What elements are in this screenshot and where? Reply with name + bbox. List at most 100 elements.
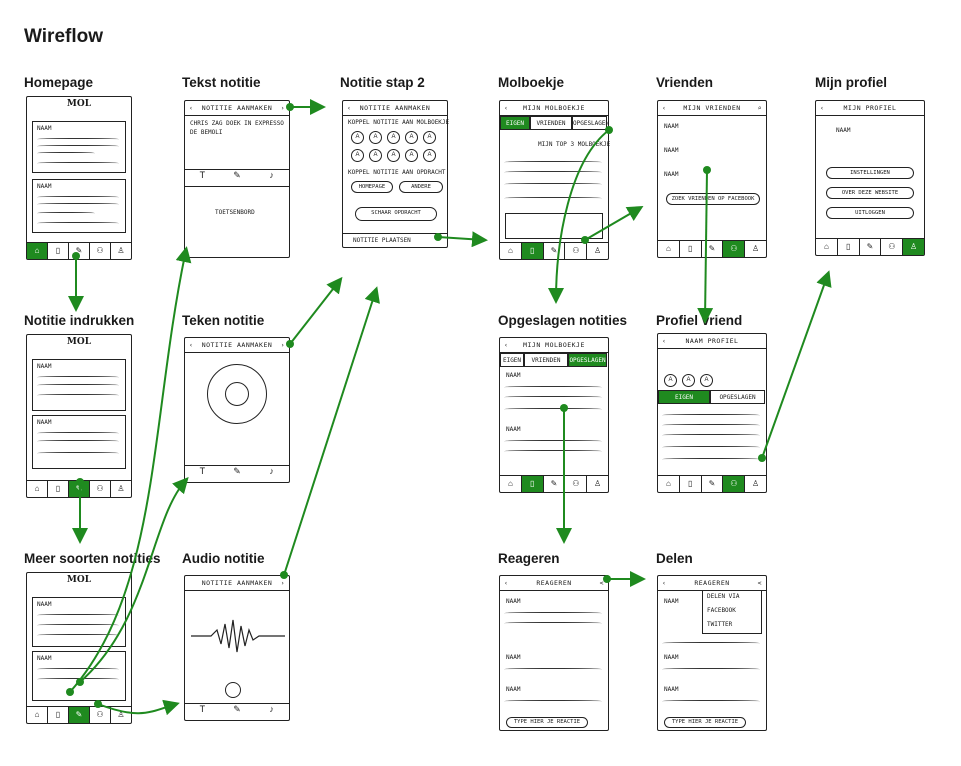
share-twitter[interactable]: TWITTER bbox=[707, 621, 733, 628]
friends-icon[interactable]: ⚇ bbox=[90, 243, 111, 259]
book-icon[interactable]: ▯ bbox=[48, 481, 69, 497]
pencil-icon[interactable]: ✎ bbox=[544, 243, 566, 259]
home-icon[interactable]: ⌂ bbox=[816, 239, 838, 255]
label-teken-notitie: Teken notitie bbox=[182, 313, 265, 328]
home-icon[interactable]: ⌂ bbox=[658, 241, 680, 257]
logout-button[interactable]: UITLOGGEN bbox=[826, 207, 914, 219]
mic-icon[interactable]: ♪ bbox=[269, 704, 274, 714]
text-icon[interactable]: T bbox=[199, 704, 206, 714]
friends-icon[interactable]: ⚇ bbox=[565, 243, 588, 259]
reply-input[interactable]: TYPE HIER JE REACTIE bbox=[664, 717, 746, 728]
note-text[interactable]: CHRIS ZAG DOEK IN EXPRESSO DE BEMOLI bbox=[190, 120, 284, 136]
andere-button[interactable]: ANDERE bbox=[399, 181, 443, 193]
arrow-teken-stap2 bbox=[289, 276, 343, 345]
home-icon[interactable]: ⌂ bbox=[27, 243, 48, 259]
mic-icon[interactable]: ♪ bbox=[269, 466, 274, 476]
friends-icon[interactable]: ⚇ bbox=[565, 476, 588, 492]
facebook-search-button[interactable]: ZOEK VRIENDEN OP FACEBOOK bbox=[666, 193, 760, 205]
book-icon[interactable]: ▯ bbox=[48, 243, 69, 259]
drawing-canvas[interactable] bbox=[207, 364, 267, 424]
tab-vrienden[interactable]: VRIENDEN bbox=[524, 353, 568, 367]
drawing-card[interactable] bbox=[505, 213, 603, 239]
profile-icon[interactable]: ♙ bbox=[594, 479, 602, 488]
pencil-icon[interactable]: ✎ bbox=[860, 239, 882, 255]
label-mijn-profiel: Mijn profiel bbox=[815, 75, 887, 90]
share-facebook[interactable]: FACEBOOK bbox=[707, 607, 736, 614]
pencil-icon[interactable]: ✎ bbox=[69, 707, 90, 723]
profile-icon[interactable]: ♙ bbox=[117, 246, 125, 255]
screen-molboekje: ‹MIJN MOLBOEKJE EIGEN VRIENDEN OPGESLAGE… bbox=[499, 100, 610, 260]
friends-icon[interactable]: ⚇ bbox=[90, 707, 111, 723]
book-icon[interactable]: ▯ bbox=[48, 707, 69, 723]
home-icon[interactable]: ⌂ bbox=[500, 243, 522, 259]
screen-reageren: ‹REAGEREN< NAAM NAAM NAAM TYPE HIER JE R… bbox=[499, 575, 609, 731]
note-card[interactable]: NAAM bbox=[32, 121, 126, 173]
book-icon[interactable]: ▯ bbox=[680, 476, 702, 492]
label-homepage: Homepage bbox=[24, 75, 94, 90]
text-icon[interactable]: T bbox=[199, 170, 206, 180]
home-icon[interactable]: ⌂ bbox=[500, 476, 522, 492]
book-icon[interactable]: ▯ bbox=[838, 239, 860, 255]
keyboard[interactable]: TOETSENBORD bbox=[215, 209, 255, 216]
opdracht-button[interactable]: SCHAAR OPDRACHT bbox=[355, 207, 437, 221]
arrow-meer-audio bbox=[97, 699, 180, 716]
book-icon[interactable]: ▯ bbox=[521, 476, 544, 492]
note-card[interactable]: NAAM bbox=[32, 179, 126, 233]
tab-opgeslagen[interactable]: OPGESLAGEN bbox=[572, 116, 609, 130]
settings-button[interactable]: INSTELLINGEN bbox=[826, 167, 914, 179]
pencil-icon[interactable]: ✎ bbox=[233, 466, 241, 476]
label-reageren: Reageren bbox=[498, 551, 560, 566]
tab-opgeslagen[interactable]: OPGESLAGEN bbox=[568, 353, 607, 367]
profile-icon[interactable]: ♙ bbox=[903, 239, 924, 255]
profile-icon[interactable]: ♙ bbox=[752, 479, 760, 488]
screen-tekst-notitie: ‹NOTITIE AANMAKEN› CHRIS ZAG DOEK IN EXP… bbox=[184, 100, 290, 258]
book-icon[interactable]: ▯ bbox=[680, 241, 702, 257]
profile-icon[interactable]: ♙ bbox=[752, 244, 760, 253]
arrow-meer-teken bbox=[79, 477, 189, 683]
reply-input[interactable]: TYPE HIER JE REACTIE bbox=[506, 717, 588, 728]
screen-notitie-indrukken: MOL NAAM NAAM ⌂▯✎⚇♙ bbox=[26, 334, 132, 498]
pencil-icon[interactable]: ✎ bbox=[233, 704, 241, 714]
screen-delen: ‹REAGEREN< DELEN VIA FACEBOOK TWITTER NA… bbox=[657, 575, 767, 731]
arrow-audio-stap2 bbox=[283, 286, 380, 576]
pencil-icon[interactable]: ✎ bbox=[702, 241, 724, 257]
tab-eigen[interactable]: EIGEN bbox=[500, 353, 524, 367]
label-opgeslagen-notities: Opgeslagen notities bbox=[498, 313, 628, 328]
profile-icon[interactable]: ♙ bbox=[117, 484, 125, 493]
tab-eigen[interactable]: EIGEN bbox=[500, 116, 530, 130]
waveform bbox=[191, 619, 285, 653]
label-audio-notitie: Audio notitie bbox=[182, 551, 265, 566]
profile-icon[interactable]: ♙ bbox=[594, 246, 602, 255]
page-title: Wireflow bbox=[24, 26, 103, 47]
label-tekst-notitie: Tekst notitie bbox=[182, 75, 261, 90]
friends-icon[interactable]: ⚇ bbox=[881, 239, 904, 255]
plaatsen-button[interactable]: NOTITIE PLAATSEN bbox=[343, 233, 447, 244]
tab-vrienden[interactable]: VRIENDEN bbox=[530, 116, 572, 130]
profile-icon[interactable]: ♙ bbox=[117, 710, 125, 719]
text-icon[interactable]: T bbox=[199, 466, 206, 476]
arrow-vrienden-vriend bbox=[697, 169, 714, 324]
mic-icon[interactable]: ♪ bbox=[269, 170, 274, 180]
book-icon[interactable]: ▯ bbox=[521, 243, 544, 259]
homepage-button[interactable]: HOMEPAGE bbox=[351, 181, 393, 193]
home-icon[interactable]: ⌂ bbox=[658, 476, 680, 492]
label-meer-soorten: Meer soorten notities bbox=[24, 551, 161, 566]
friends-icon[interactable]: ⚇ bbox=[723, 476, 746, 492]
about-button[interactable]: OVER DEZE WEBSITE bbox=[826, 187, 914, 199]
friends-icon[interactable]: ⚇ bbox=[723, 241, 746, 257]
tab-eigen[interactable]: EIGEN bbox=[658, 390, 710, 404]
arrow-stap2-molboekje bbox=[437, 231, 488, 248]
screen-teken-notitie: ‹NOTITIE AANMAKEN› T✎♪ bbox=[184, 337, 290, 483]
friends-icon[interactable]: ⚇ bbox=[90, 481, 111, 497]
tab-opgeslagen[interactable]: OPGESLAGEN bbox=[710, 390, 765, 404]
pencil-icon[interactable]: ✎ bbox=[233, 170, 241, 180]
record-button[interactable] bbox=[225, 682, 241, 698]
label-delen: Delen bbox=[656, 551, 693, 566]
home-icon[interactable]: ⌂ bbox=[27, 481, 48, 497]
pencil-icon[interactable]: ✎ bbox=[69, 243, 90, 259]
arrow-molboekje-vrienden bbox=[584, 205, 644, 241]
pencil-icon[interactable]: ✎ bbox=[702, 476, 724, 492]
home-icon[interactable]: ⌂ bbox=[27, 707, 48, 723]
